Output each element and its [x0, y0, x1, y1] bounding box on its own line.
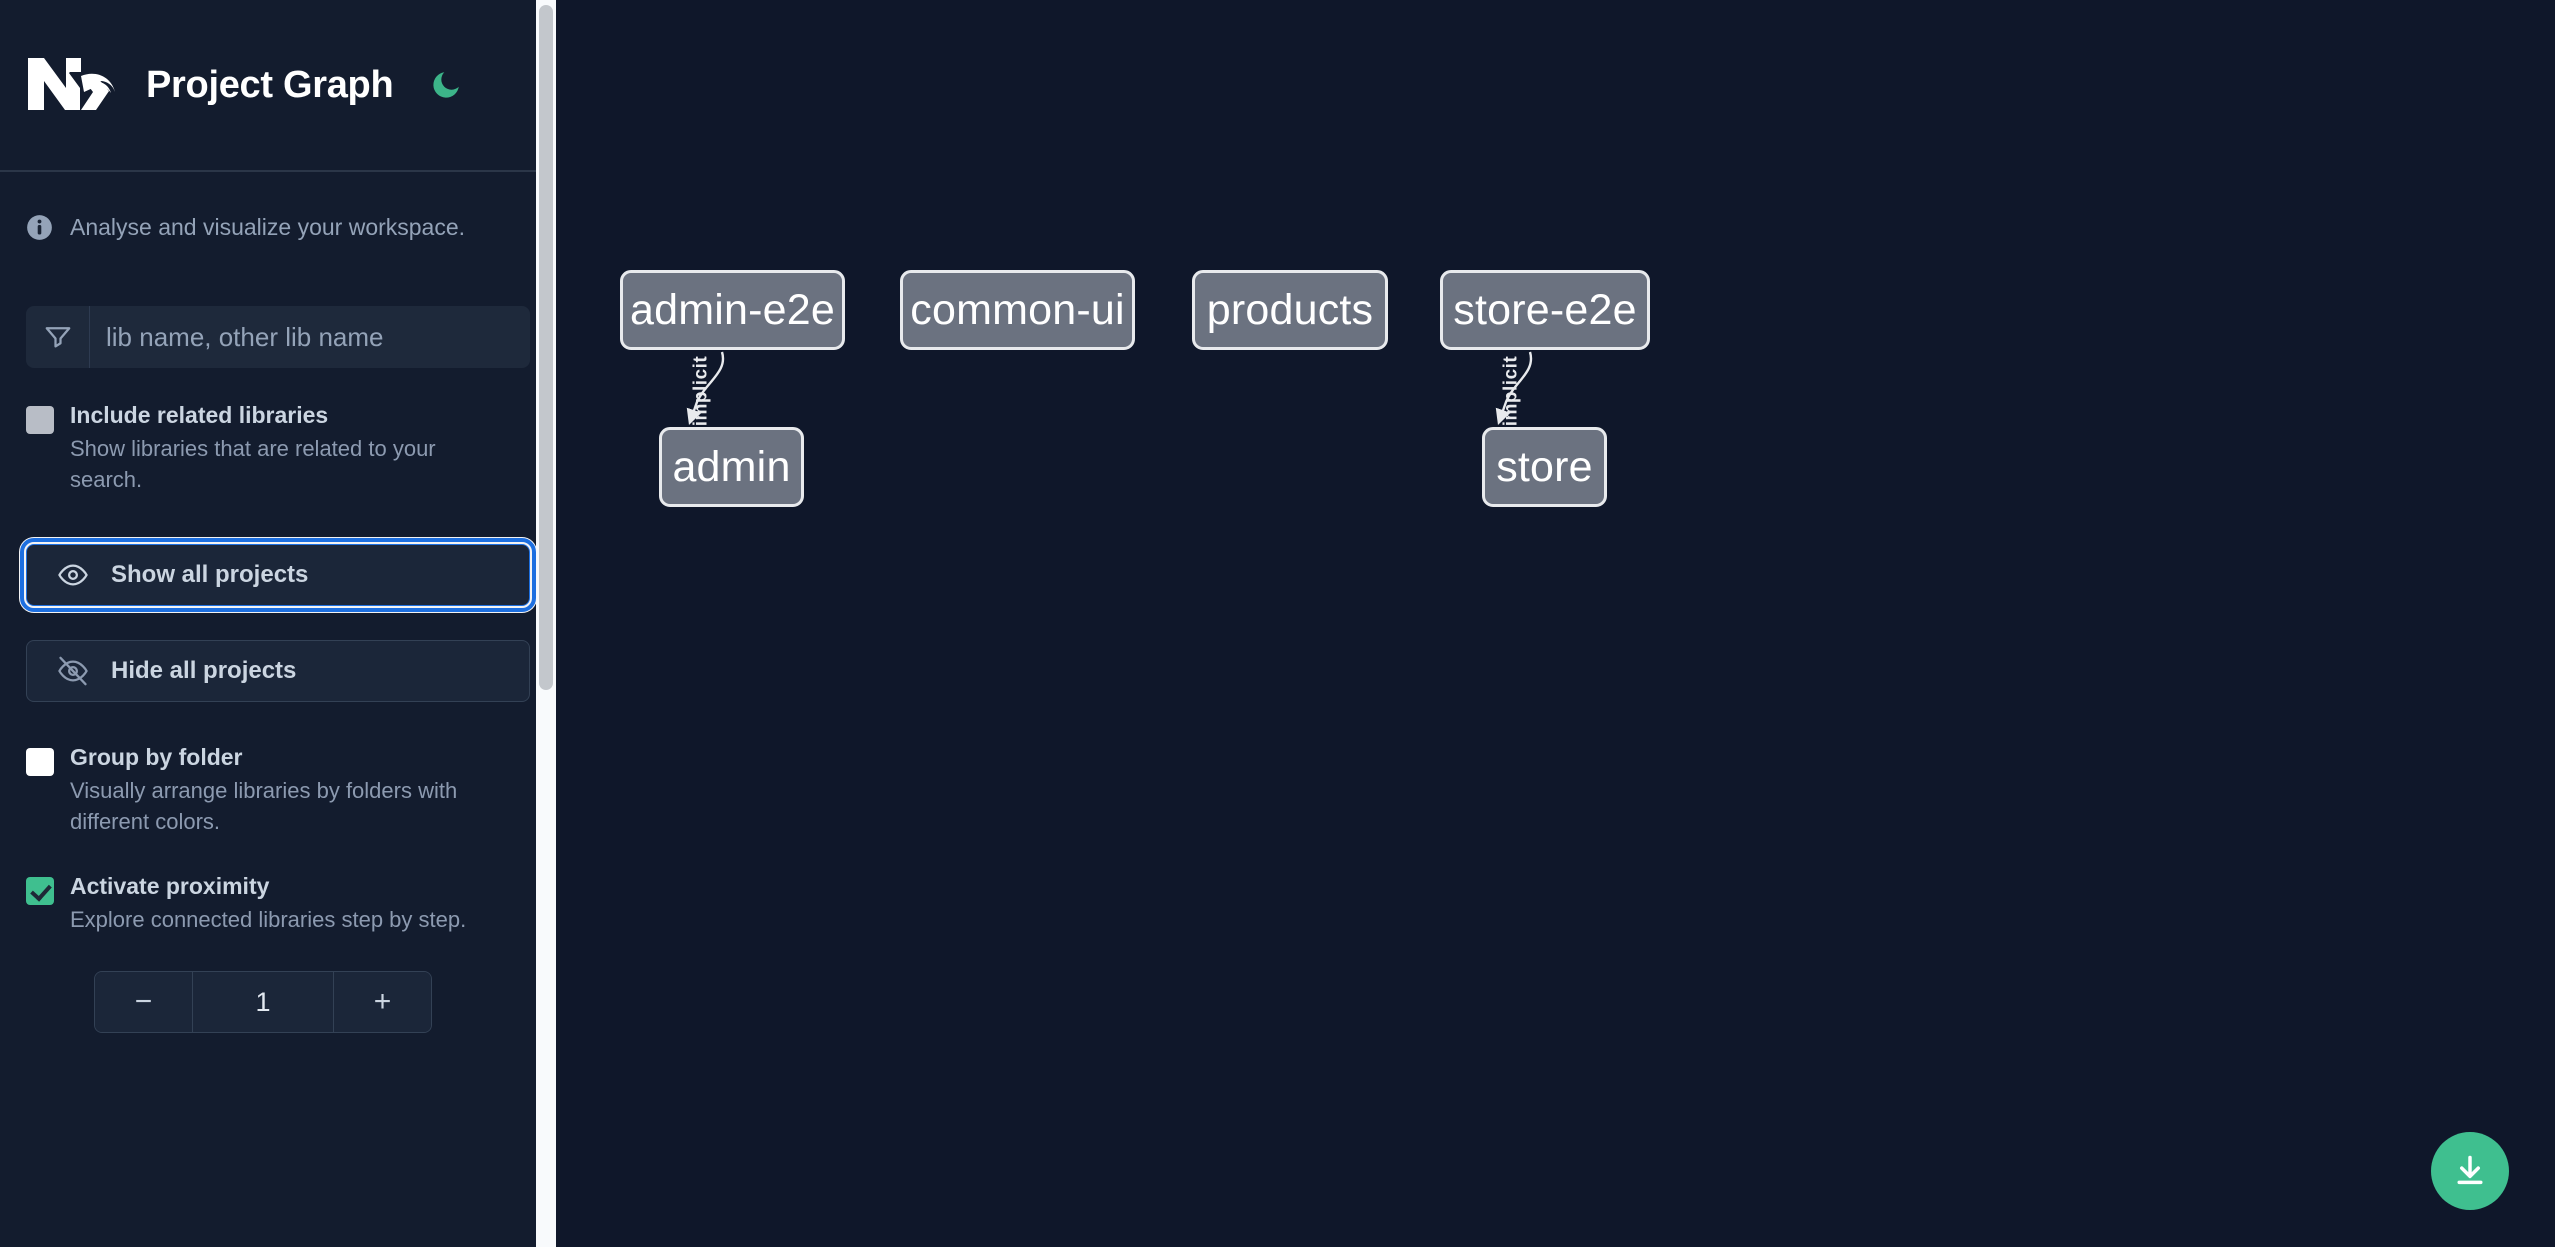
option-group-by-folder[interactable]: Group by folder Visually arrange librari…: [26, 743, 530, 837]
sidebar-body: Analyse and visualize your workspace. In…: [0, 172, 556, 1034]
eye-off-icon-glyph: [58, 656, 88, 686]
show-all-projects-label: Show all projects: [111, 561, 309, 589]
group-by-folder-label: Group by folder: [70, 744, 243, 771]
include-related-description: Show libraries that are related to your …: [70, 435, 436, 492]
graph-node-store[interactable]: store: [1482, 427, 1607, 507]
activate-proximity-description: Explore connected libraries step by step…: [70, 907, 467, 933]
download-icon: [2457, 1155, 2483, 1185]
graph-canvas[interactable]: admin-e2e common-ui products store-e2e a…: [556, 0, 2555, 1247]
eye-off-icon: [57, 655, 89, 687]
tagline: Analyse and visualize your workspace.: [26, 172, 530, 253]
hide-all-projects-label: Hide all projects: [111, 657, 297, 685]
sidebar-scrollbar[interactable]: [536, 0, 556, 1247]
proximity-value: 1: [193, 972, 333, 1033]
filter-funnel-icon-glyph: [45, 327, 70, 348]
option-activate-proximity[interactable]: Activate proximity Explore connected lib…: [26, 872, 530, 935]
activate-proximity-label: Activate proximity: [70, 873, 270, 900]
edge-store-e2e-to-store: [1495, 351, 1533, 425]
edge-admin-e2e-to-admin: [686, 351, 725, 425]
tagline-text: Analyse and visualize your workspace.: [70, 214, 466, 240]
option-include-related-libraries[interactable]: Include related libraries Show libraries…: [26, 401, 530, 495]
graph-node-common-ui[interactable]: common-ui: [900, 270, 1135, 350]
proximity-decrement-button[interactable]: −: [95, 972, 193, 1033]
graph-edges-layer: [686, 351, 1533, 425]
include-related-checkbox[interactable]: [26, 406, 54, 434]
info-icon: [27, 215, 52, 240]
group-by-folder-checkbox[interactable]: [26, 748, 54, 777]
graph-node-store-e2e[interactable]: store-e2e: [1440, 270, 1650, 350]
download-image-button[interactable]: [2431, 1132, 2509, 1210]
moon-icon-glyph: [433, 72, 460, 98]
edge-label-store-implicit: implicit: [1500, 355, 1522, 427]
graph-node-admin[interactable]: admin: [659, 427, 804, 507]
search-input[interactable]: [90, 306, 530, 368]
sidebar-header: Project Graph: [0, 0, 556, 172]
show-all-projects-button[interactable]: Show all projects: [20, 538, 536, 613]
proximity-increment-button[interactable]: +: [333, 972, 431, 1033]
include-related-label: Include related libraries: [70, 402, 329, 428]
graph-node-admin-e2e[interactable]: admin-e2e: [620, 270, 845, 350]
group-by-folder-description: Visually arrange libraries by folders wi…: [70, 777, 458, 835]
sidebar-scrollbar-thumb[interactable]: [539, 5, 553, 690]
hide-all-projects-button[interactable]: Hide all projects: [26, 640, 530, 703]
graph-node-products[interactable]: products: [1192, 270, 1388, 350]
proximity-stepper: − 1 +: [94, 971, 432, 1034]
page-title: Project Graph: [146, 63, 394, 106]
moon-icon[interactable]: [423, 62, 469, 108]
eye-icon: [57, 559, 89, 591]
filter-funnel-icon: [26, 306, 90, 368]
activate-proximity-checkbox[interactable]: [26, 877, 54, 906]
eye-icon-glyph: [58, 564, 88, 586]
nx-logo-icon: [28, 58, 115, 110]
project-visibility-buttons: Show all projects Hide all projects: [20, 538, 536, 703]
edge-label-admin-implicit: implicit: [690, 355, 712, 427]
search-filter-row: [26, 306, 530, 368]
sidebar: Project Graph Analyse and visualize your…: [0, 0, 556, 1247]
